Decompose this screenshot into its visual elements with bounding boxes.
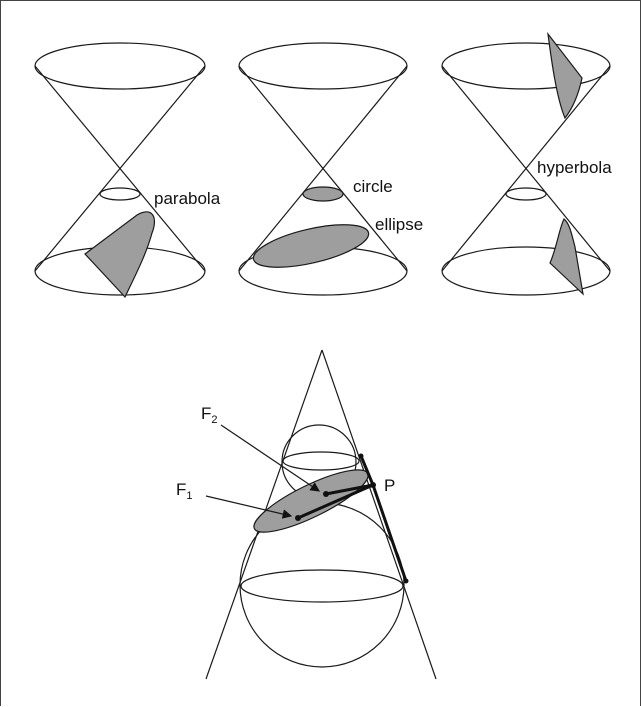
cone-generator-line xyxy=(238,65,408,272)
point-p xyxy=(370,482,376,488)
cone-parabola: parabola xyxy=(34,42,221,299)
focal-distance-segment xyxy=(325,483,374,496)
cone-generator-line xyxy=(34,65,206,272)
focus-f1-point xyxy=(295,515,301,521)
f2-label: F2 xyxy=(201,404,218,426)
cone-top-ellipse xyxy=(34,42,206,90)
circle-label: circle xyxy=(353,177,393,196)
hyperbola-upper-branch xyxy=(547,31,583,120)
cone-top-ellipse xyxy=(441,42,611,90)
focal-distance-segment xyxy=(297,483,374,520)
hyperbola-lower-branch xyxy=(549,218,584,296)
upper-contact-circle xyxy=(282,451,360,471)
f1-pointer-arrow xyxy=(205,495,293,519)
ellipse-section xyxy=(253,469,369,533)
dandelin-spheres-figure: F2 F1 P xyxy=(176,349,437,680)
cone-generator-line xyxy=(441,65,611,272)
cone-top-ellipse xyxy=(238,42,408,90)
lower-contact-circle xyxy=(240,569,404,603)
lower-tangent-point xyxy=(403,578,409,584)
parabola-label: parabola xyxy=(154,189,221,208)
parabola-section xyxy=(84,211,156,299)
f2-pointer-arrow xyxy=(220,424,320,492)
ellipse-label: ellipse xyxy=(375,215,423,234)
cone-horizontal-section xyxy=(505,187,547,201)
circle-section xyxy=(302,186,344,202)
cone-generator-line xyxy=(321,349,437,680)
generator-segment xyxy=(371,484,408,582)
upper-tangent-point xyxy=(358,453,364,459)
cone-hyperbola: hyperbola xyxy=(441,31,612,296)
cone-bottom-ellipse xyxy=(441,246,611,296)
cone-circle-ellipse: circle ellipse xyxy=(238,42,423,296)
generator-segment xyxy=(359,455,375,486)
p-label: P xyxy=(384,476,395,495)
focus-f2-point xyxy=(323,491,329,497)
cone-horizontal-section xyxy=(99,187,141,201)
ellipse-section xyxy=(252,224,370,268)
f1-label: F1 xyxy=(176,480,193,502)
hyperbola-label: hyperbola xyxy=(537,158,612,177)
